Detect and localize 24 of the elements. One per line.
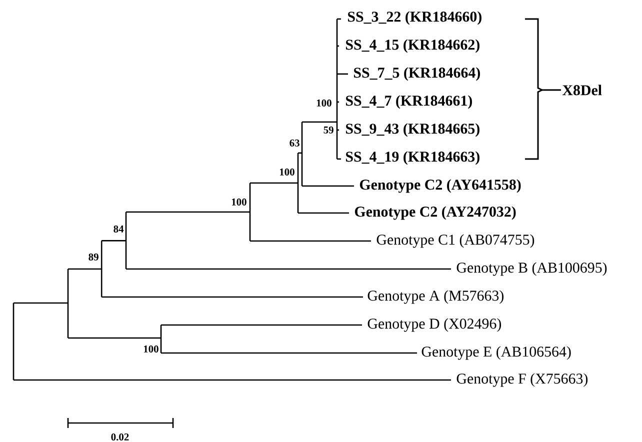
- tip-label: Genotype C2 (AY247032): [354, 206, 516, 220]
- tip-label: SS_3_22 (KR184660): [348, 11, 482, 25]
- tip-label: SS_9_43 (KR184665): [346, 123, 480, 137]
- bootstrap-value: 59: [324, 126, 334, 134]
- bootstrap-value: 84: [114, 225, 124, 233]
- tip-label: SS_4_7 (KR184661): [346, 95, 472, 109]
- tip-label: Genotype E (AB106564): [422, 346, 571, 360]
- tip-label: Genotype B (AB100695): [456, 262, 607, 276]
- tip-label: Genotype C1 (AB074755): [376, 234, 534, 248]
- bootstrap-value: 89: [88, 253, 98, 261]
- group-label: X8Del: [562, 84, 602, 96]
- tip-label: SS_4_19 (KR184663): [346, 151, 480, 165]
- scale-label: 0.02: [111, 433, 129, 441]
- tip-label: Genotype A (M57663): [368, 290, 504, 304]
- tip-label: Genotype F (X75663): [456, 373, 588, 387]
- bootstrap-value: 100: [232, 198, 246, 206]
- tip-label: SS_4_15 (KR184662): [346, 39, 480, 53]
- bootstrap-value: 100: [280, 168, 294, 176]
- bootstrap-value: 100: [316, 99, 332, 107]
- tip-label: SS_7_5 (KR184664): [354, 67, 480, 81]
- tip-label: Genotype C2 (AY641558): [360, 179, 521, 193]
- bootstrap-value: 100: [144, 345, 158, 353]
- bootstrap-value: 63: [290, 139, 300, 147]
- tip-label: Genotype D (X02496): [368, 318, 501, 332]
